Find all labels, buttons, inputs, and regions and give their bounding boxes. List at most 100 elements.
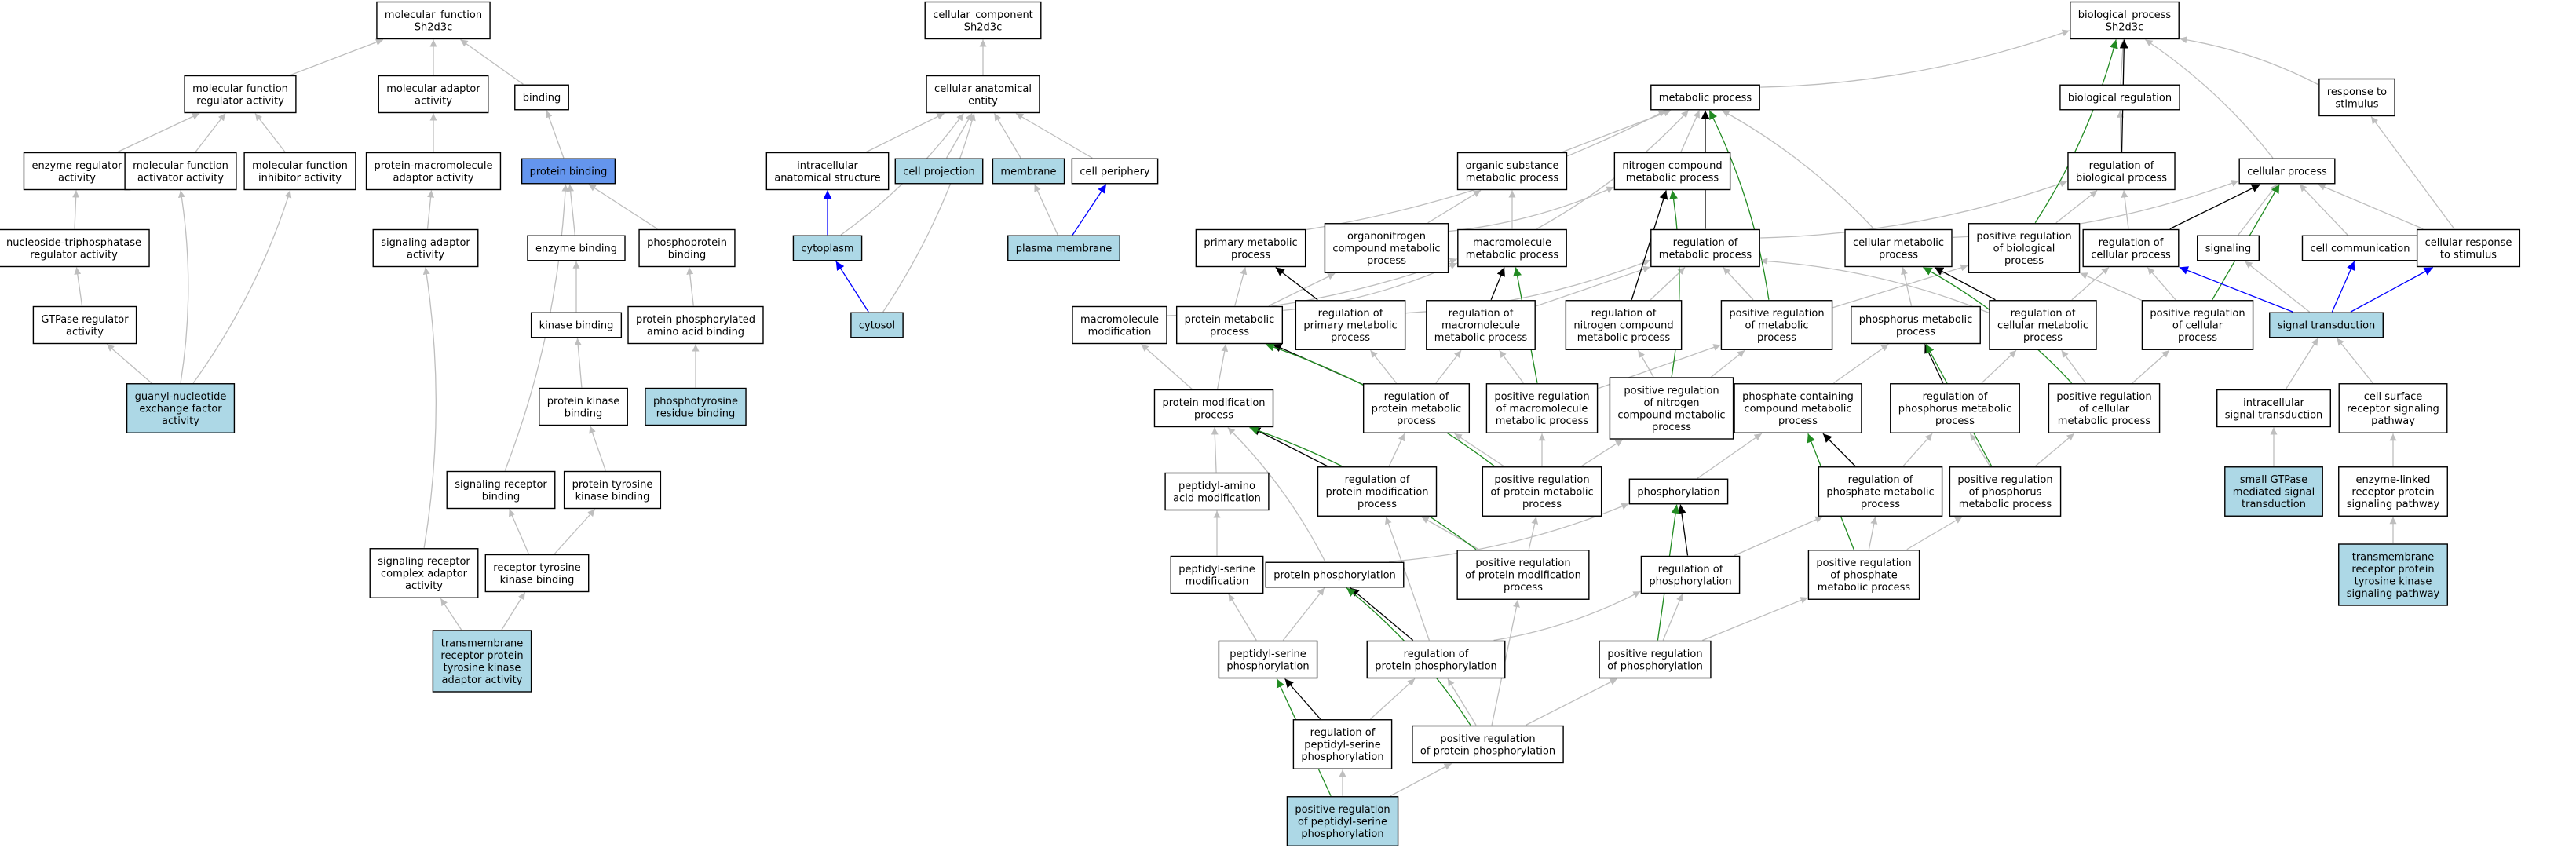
go-term-node-phosphorylation[interactable]: phosphorylation <box>1628 478 1729 505</box>
node-label-line: regulation of <box>2099 237 2164 249</box>
go-term-node-cell-comm[interactable]: cell communication <box>2301 235 2419 261</box>
go-term-node-metabolic[interactable]: metabolic process <box>1650 84 1760 111</box>
node-label-line: of phosphorylation <box>1607 660 1703 672</box>
edge-is-a <box>2244 261 2311 313</box>
go-term-node-membrane[interactable]: membrane <box>992 158 1065 185</box>
go-term-node-cell-projection[interactable]: cell projection <box>894 158 984 185</box>
go-term-node-bio-reg[interactable]: biological regulation <box>2059 84 2180 111</box>
node-label-line: regulation of <box>2089 160 2154 172</box>
go-term-node-protein-phos[interactable]: protein phosphorylation <box>1265 561 1405 588</box>
go-term-node-enzyme-binding[interactable]: enzyme binding <box>527 235 626 261</box>
go-term-node-signal-transduction[interactable]: signal transduction <box>2269 312 2384 338</box>
go-term-node-cytosol[interactable]: cytosol <box>850 312 904 338</box>
go-term-node-reg-pep-ser-phos[interactable]: regulation ofpeptidyl-serinephosphorylat… <box>1292 719 1393 769</box>
go-term-node-cellular-process[interactable]: cellular process <box>2238 158 2336 185</box>
node-box <box>2059 84 2180 111</box>
node-label-line: regulation of <box>1404 649 1469 660</box>
go-term-node-binding[interactable]: binding <box>514 84 569 111</box>
go-term-node-cytoplasm[interactable]: cytoplasm <box>792 235 863 261</box>
go-term-node-cell-periphery[interactable]: cell periphery <box>1071 158 1159 185</box>
edge-is-a <box>74 267 83 306</box>
node-label-line: binding <box>523 93 561 104</box>
go-term-node-signaling[interactable]: signaling <box>2197 235 2260 261</box>
go-term-node-kinase-binding[interactable]: kinase binding <box>530 312 623 338</box>
edge-is-a <box>574 338 583 388</box>
go-term-node-plasma-membrane[interactable]: plasma membrane <box>1007 235 1120 261</box>
go-term-node-protein-binding[interactable]: protein binding <box>521 158 616 185</box>
edge-is-a <box>686 267 694 306</box>
